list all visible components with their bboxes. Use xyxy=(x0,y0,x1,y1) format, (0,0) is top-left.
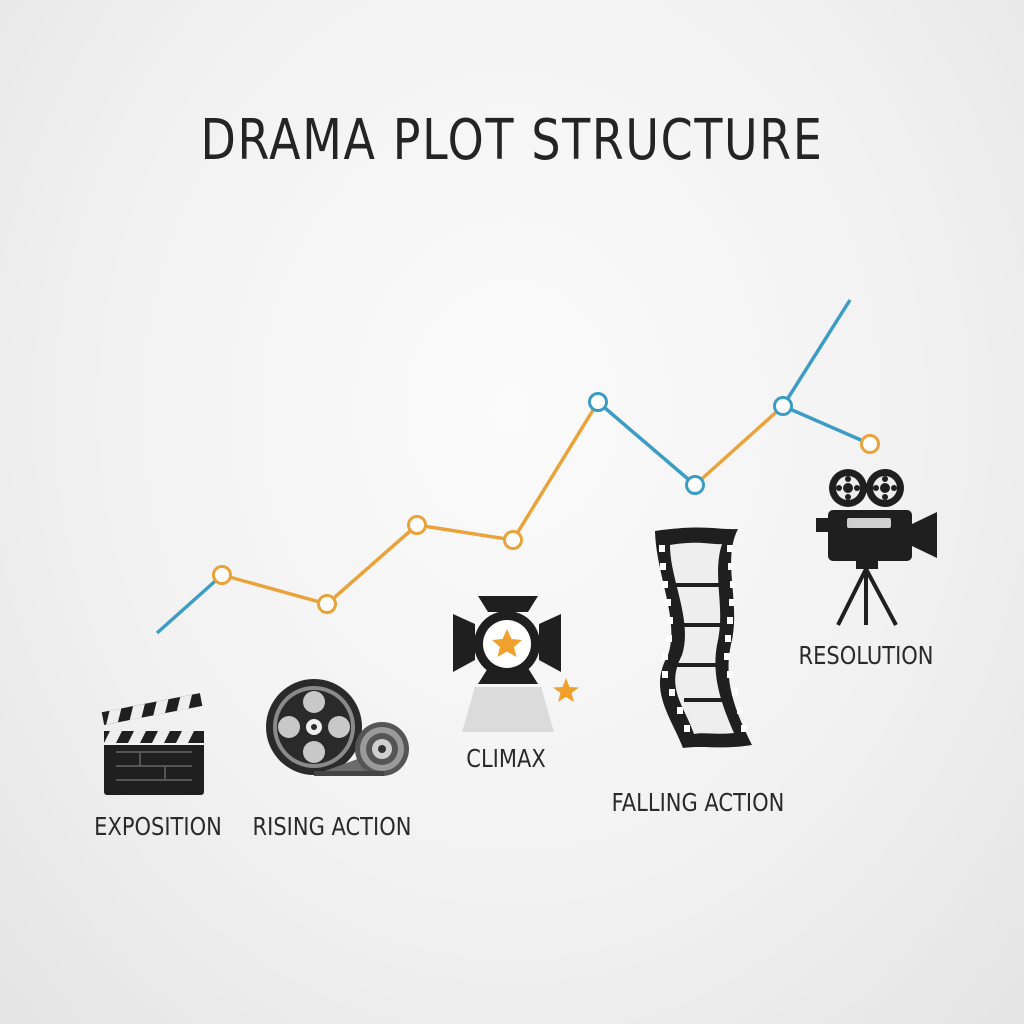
film-reel-icon xyxy=(266,679,409,776)
curve-node xyxy=(212,565,232,585)
curve-segment xyxy=(596,400,697,487)
curve-node xyxy=(685,475,705,495)
curve-node xyxy=(773,396,793,416)
stage-label-rising-action: RISING ACTION xyxy=(252,812,412,841)
curve-node xyxy=(407,515,427,535)
curve-node xyxy=(317,594,337,614)
curve-segment xyxy=(155,573,224,635)
curve-node xyxy=(860,434,880,454)
curve-segment xyxy=(782,404,871,446)
stage-label-resolution: RESOLUTION xyxy=(798,641,934,670)
curve-node xyxy=(503,530,523,550)
movie-camera-icon xyxy=(816,469,937,626)
clapperboard-icon xyxy=(101,693,204,795)
curve-node xyxy=(588,392,608,412)
curve-segment xyxy=(693,404,785,487)
page-title: DRAMA PLOT STRUCTURE xyxy=(200,108,824,173)
curve-segment xyxy=(781,299,852,407)
stage-label-climax: CLIMAX xyxy=(466,744,546,773)
film-strip-icon xyxy=(655,527,752,748)
stage-label-exposition: EXPOSITION xyxy=(94,812,222,841)
curve-segment xyxy=(221,401,600,606)
stage-label-falling-action: FALLING ACTION xyxy=(611,788,785,817)
spotlight-icon xyxy=(453,596,579,732)
